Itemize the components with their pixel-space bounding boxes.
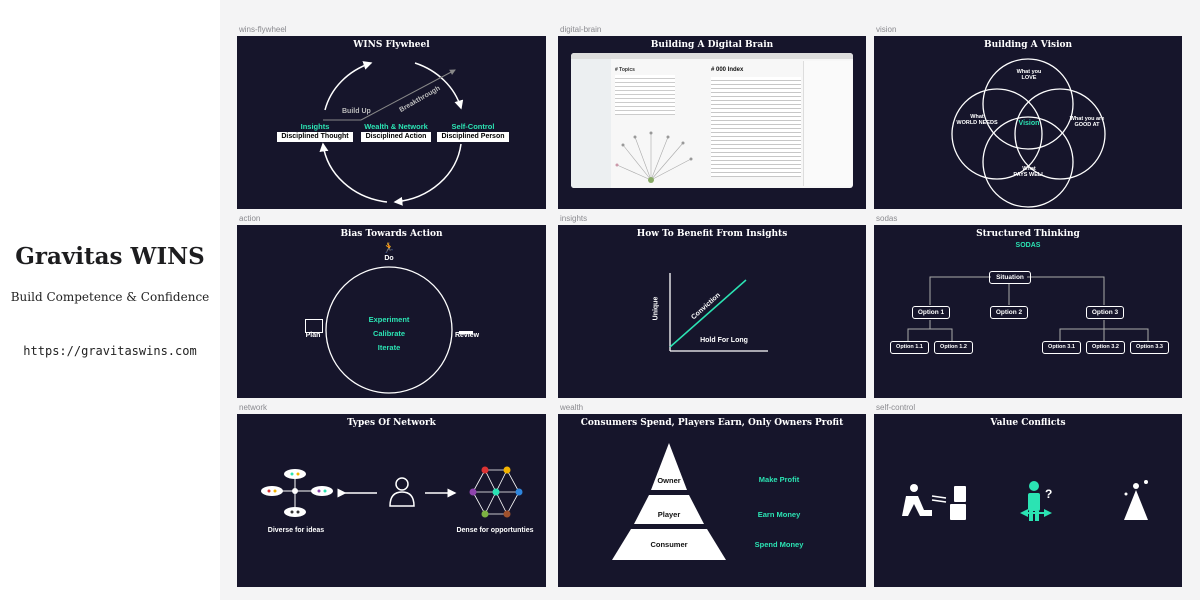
slide-title: Types Of Network [347, 418, 436, 428]
slide-title: Building A Vision [983, 40, 1073, 50]
app-screenshot: # Topics # 000 Index [571, 53, 853, 188]
frame-label-network[interactable]: network [239, 403, 268, 412]
hold-long-label: Hold For Long [700, 337, 748, 344]
plan-label: Plan [305, 332, 321, 339]
slide-digital-brain[interactable]: Building A Digital Brain # Topics # 000 … [558, 36, 866, 209]
slide-title: Structured Thinking [976, 229, 1080, 239]
action-cycle [325, 266, 453, 394]
build-up-label: Build Up [342, 108, 371, 115]
dilemma-person-icon: ? [1020, 481, 1052, 521]
brand-subtitle: Build Competence & Confidence [10, 290, 210, 304]
slide-title: Building A Digital Brain [650, 40, 774, 50]
slide-title: Bias Towards Action [340, 229, 443, 239]
owner-level: Owner [657, 476, 681, 485]
frame-label-wins-flywheel[interactable]: wins-flywheel [239, 25, 287, 34]
slide-title: How To Benefit From Insights [636, 229, 788, 239]
step-iterate: Iterate [377, 343, 401, 352]
slide-sodas[interactable]: Structured Thinking SODAS Situation Opti… [874, 225, 1182, 398]
pyramid-diagram [612, 443, 726, 560]
disciplined-person-box: Disciplined Person [437, 132, 509, 142]
sodas-subtitle: SODAS [1015, 242, 1041, 249]
step-experiment: Experiment [368, 315, 410, 324]
decision-tree [907, 276, 1149, 341]
slide-insights[interactable]: How To Benefit From Insights Unique Conv… [558, 225, 866, 398]
slide-wins-flywheel[interactable]: WINS Flywheel Build Up Breakthrough Insi… [237, 36, 546, 209]
dense-caption: Dense for opportunties [456, 527, 534, 534]
sub-option-node: Option 3.1 [1042, 341, 1081, 354]
right-panel [803, 61, 852, 186]
slide-title: Consumers Spend, Players Earn, Only Owne… [580, 418, 844, 428]
step-calibrate: Calibrate [372, 329, 406, 338]
unique-axis-label: Unique [652, 296, 660, 321]
app-titlebar [571, 53, 853, 59]
summit-climber-icon [1124, 480, 1148, 520]
frame-label-digital-brain[interactable]: digital-brain [560, 25, 602, 34]
review-label: Review [454, 332, 480, 339]
frame-label-sodas[interactable]: sodas [876, 214, 898, 223]
consumer-level: Consumer [650, 540, 688, 549]
vision-center-label: Vision [1018, 120, 1040, 127]
brand-url-link[interactable]: https://gravitaswins.com [23, 344, 197, 358]
file-sidebar [571, 59, 611, 188]
tv-couch-icon [902, 484, 966, 520]
sub-option-node: Option 3.2 [1086, 341, 1125, 354]
spend-money-label: Spend Money [754, 540, 804, 549]
wealth-network-label: Wealth & Network [364, 122, 428, 131]
frame-label-wealth[interactable]: wealth [560, 403, 584, 412]
frame-label-vision[interactable]: vision [876, 25, 897, 34]
disciplined-action-box: Disciplined Action [361, 132, 431, 142]
diverse-caption: Diverse for ideas [267, 527, 325, 534]
slide-network[interactable]: Types Of Network [237, 414, 546, 587]
network-diagram [261, 466, 523, 518]
topics-heading: # Topics [615, 67, 635, 73]
situation-node: Situation [989, 271, 1031, 284]
option-node: Option 1 [912, 306, 950, 319]
do-label: Do [384, 255, 394, 262]
option-node: Option 2 [990, 306, 1028, 319]
sub-option-node: Option 1.2 [934, 341, 973, 354]
slide-title: Value Conflicts [990, 418, 1066, 428]
earn-money-label: Earn Money [757, 510, 801, 519]
topics-list [615, 75, 675, 115]
frame-label-action[interactable]: action [239, 214, 261, 223]
venn-diagram [951, 58, 1106, 208]
chart-icon [459, 319, 473, 334]
insights-label: Insights [300, 122, 330, 131]
runner-icon: 🏃 [382, 243, 396, 254]
clipboard-icon [305, 319, 323, 333]
frame-label-self-control[interactable]: self-control [876, 403, 916, 412]
value-conflict-icons: ? [902, 480, 1148, 521]
graph-view [615, 131, 693, 183]
index-heading: # 000 Index [711, 67, 744, 73]
option-node: Option 3 [1086, 306, 1124, 319]
index-content [711, 77, 801, 177]
brand-title: Gravitas WINS [15, 243, 205, 270]
slide-wealth[interactable]: Consumers Spend, Players Earn, Only Owne… [558, 414, 866, 587]
sub-option-node: Option 3.3 [1130, 341, 1169, 354]
brand-panel: Gravitas WINS Build Competence & Confide… [0, 0, 220, 600]
flywheel-diagram [319, 61, 464, 206]
insights-chart [669, 273, 768, 352]
sub-option-node: Option 1.1 [890, 341, 929, 354]
self-control-label: Self-Control [451, 122, 495, 131]
svg-text:?: ? [1045, 487, 1052, 501]
frame-label-insights[interactable]: insights [560, 214, 588, 223]
make-profit-label: Make Profit [758, 475, 800, 484]
disciplined-thought-box: Disciplined Thought [277, 132, 353, 142]
slide-action[interactable]: Bias Towards Action 🏃 Do Plan Review Exp… [237, 225, 546, 398]
slide-title: WINS Flywheel [353, 40, 430, 50]
slide-self-control[interactable]: Value Conflicts ? [874, 414, 1182, 587]
player-level: Player [657, 510, 681, 519]
action-steps: Experiment Calibrate Iterate [349, 313, 429, 355]
frames-canvas[interactable]: wins-flywheel digital-brain vision actio… [220, 0, 1200, 600]
